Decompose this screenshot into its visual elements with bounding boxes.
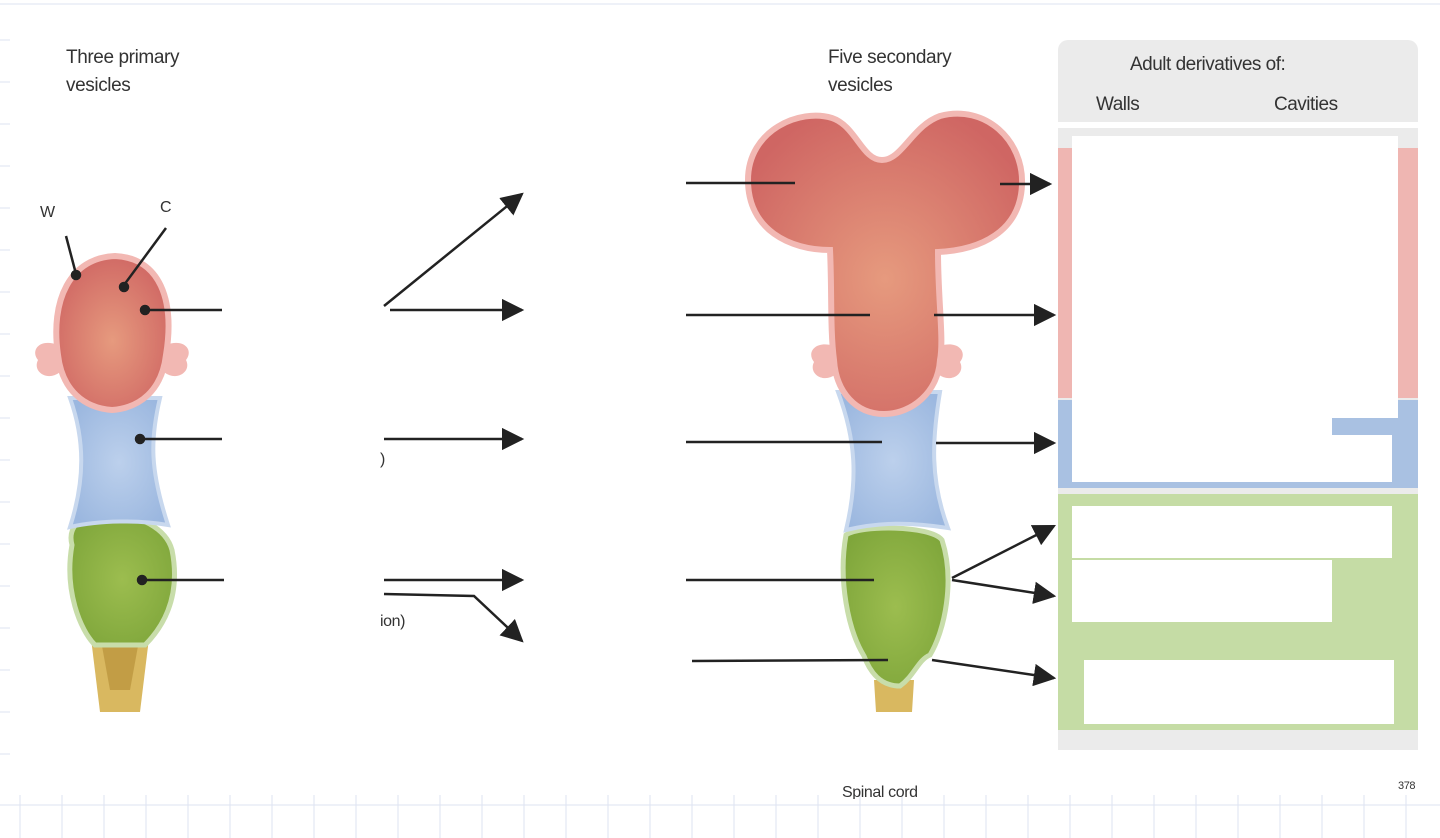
wall-label: W — [40, 204, 55, 221]
cell-midbrain — [1072, 418, 1332, 482]
secondary-optic-right — [938, 344, 963, 379]
mid-fragment-a: ) — [380, 451, 385, 468]
cell-cerebellum — [1072, 560, 1332, 622]
table-col-cavities: Cavities — [1274, 94, 1338, 115]
secondary-vesicles-title-text: Five secondary vesicles — [828, 47, 952, 96]
page-number: 378 — [1398, 780, 1416, 792]
table-title: Adult derivatives of: — [1130, 54, 1286, 75]
myelencephalon-leader — [691, 658, 889, 663]
primary-mesencephalon — [67, 396, 171, 530]
arrow-to-myelencephalon — [383, 592, 524, 643]
cell-midbrain-right — [1332, 435, 1392, 482]
primary-vesicles-tube — [35, 252, 189, 712]
secondary-optic-left — [811, 344, 836, 379]
cavity-label: C — [160, 199, 172, 216]
secondary-spinal-cord — [874, 680, 914, 712]
arrow-to-telencephalon — [383, 192, 524, 307]
cavity-pointer — [122, 227, 168, 286]
primary-optic-right — [164, 342, 189, 377]
table-footer-strip — [1058, 732, 1418, 750]
spinal-cord-label: Spinal cord — [842, 784, 918, 799]
secondary-vesicles-tube — [744, 110, 1026, 712]
primary-vesicles-title: Three primary vesicles — [66, 44, 196, 100]
primary-vesicles-title-text: Three primary vesicles — [66, 47, 180, 96]
secondary-mesencephalon — [835, 390, 952, 533]
arrow-table-pons — [951, 524, 1057, 580]
arrow-table-cerebellum — [951, 578, 1057, 604]
secondary-prosencephalon — [744, 110, 1026, 418]
cell-forebrain — [1072, 136, 1398, 418]
wall-pointer — [64, 235, 78, 275]
arrow-table-medulla — [931, 658, 1057, 687]
primary-optic-left — [35, 342, 60, 377]
mid-fragment-b: ion) — [380, 613, 406, 630]
table-col-walls: Walls — [1096, 94, 1140, 115]
cell-pons — [1072, 506, 1392, 558]
adult-derivatives-table: Adult derivatives of: Walls Cavities — [1058, 40, 1418, 750]
secondary-vesicles-title: Five secondary vesicles — [828, 44, 968, 100]
secondary-rhombencephalon — [840, 525, 951, 689]
table-header-divider — [1058, 122, 1418, 128]
cell-medulla — [1084, 660, 1394, 724]
